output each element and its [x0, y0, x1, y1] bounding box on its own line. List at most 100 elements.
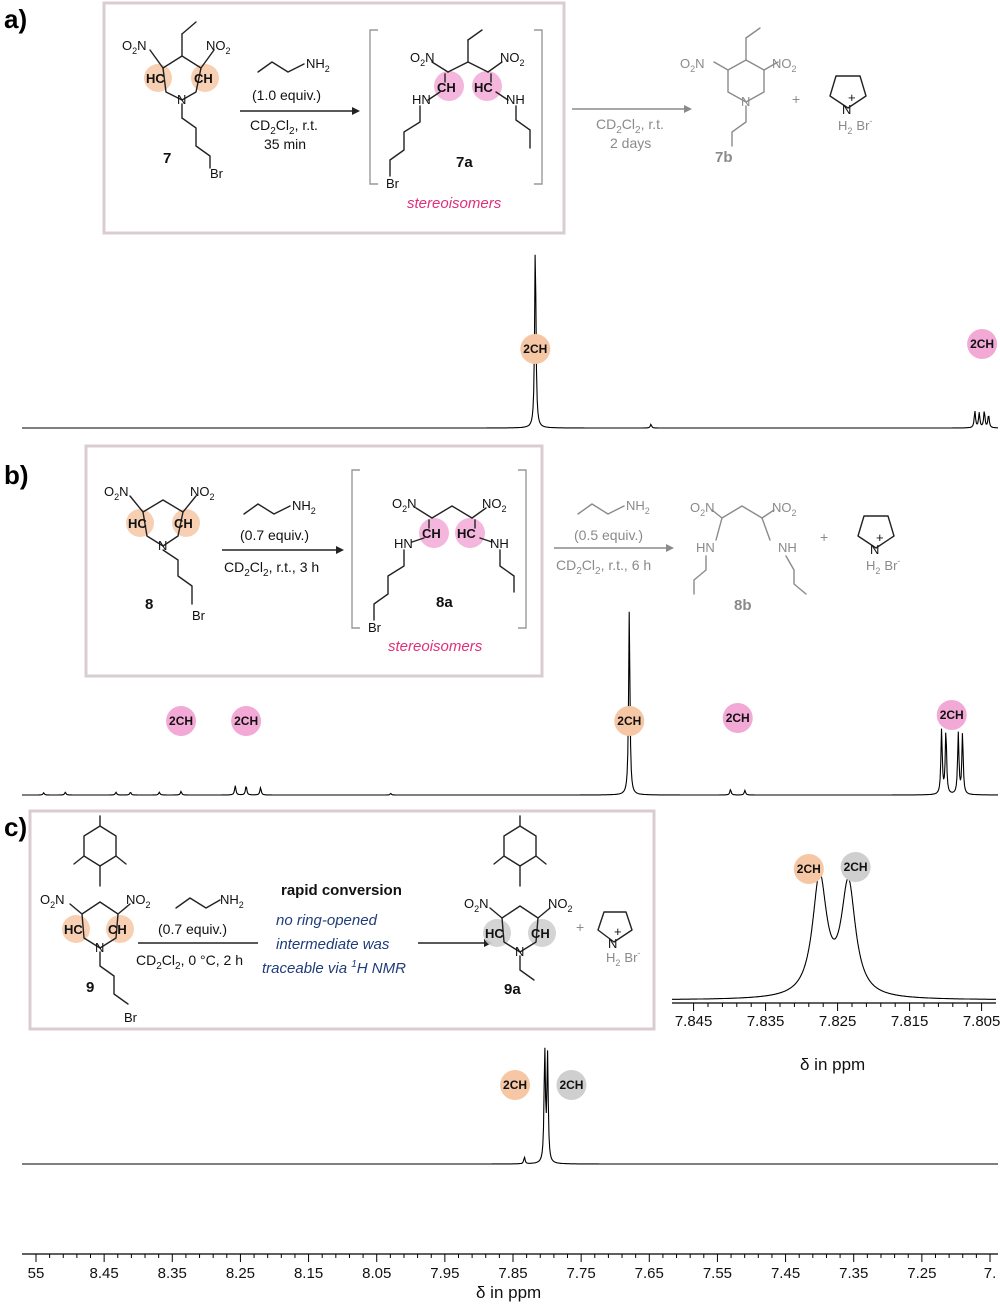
time-a1: 35 min: [264, 136, 306, 152]
panel-b-box: [84, 444, 544, 678]
svg-text:N: N: [842, 102, 851, 117]
svg-text:N: N: [95, 940, 104, 955]
main-tick-label-2: 8.35: [158, 1265, 187, 1282]
rapid-conversion: rapid conversion: [281, 882, 402, 899]
panel-c-label: c): [4, 812, 27, 842]
main-x-label: δ in ppm: [476, 1283, 541, 1302]
compound-8-label: 8: [145, 596, 153, 613]
peak-badge-a2: [967, 329, 998, 359]
peak-label-b4: 2CH: [726, 711, 750, 725]
compound-7b-label: 7b: [715, 149, 733, 166]
peak-label-i1: 2CH: [797, 862, 821, 876]
svg-text:HC: HC: [474, 80, 493, 95]
svg-text:N: N: [158, 538, 167, 553]
time-a2: 2 days: [610, 135, 651, 151]
svg-text:HC: HC: [64, 922, 83, 937]
amine-label-a1: NH2: [306, 56, 330, 74]
peak-badge-a1: [520, 334, 551, 364]
svg-text:O2N: O2N: [122, 38, 147, 56]
highlight-hc-7a-right: [472, 71, 502, 101]
main-tick-label-11: 7.45: [771, 1265, 800, 1282]
plus-b: +: [820, 529, 828, 545]
main-tick-label-12: 7.35: [839, 1265, 868, 1282]
svg-text:NO2: NO2: [500, 50, 525, 68]
peak-label-b1: 2CH: [169, 714, 193, 728]
spectrum-b: [22, 611, 998, 796]
peak-badge-b2: [231, 706, 262, 736]
svg-text:O2N: O2N: [104, 484, 129, 502]
cond-b2: CD2Cl2, r.t., 6 h: [556, 557, 651, 577]
spectrum-a: [22, 254, 998, 429]
peak-badge-c2: [556, 1070, 587, 1100]
svg-text:NO2: NO2: [482, 496, 507, 514]
svg-text:CH: CH: [531, 926, 550, 941]
plus-a: +: [792, 91, 800, 107]
compound-7b-structure: O2N NO2 N: [680, 27, 797, 147]
compound-9-label: 9: [86, 979, 94, 996]
svg-text:NH2: NH2: [220, 892, 244, 910]
svg-text:N: N: [177, 92, 186, 107]
peak-label-b2: 2CH: [234, 714, 258, 728]
panel-b-label: b): [4, 460, 29, 490]
main-tick-label-13: 7.25: [907, 1265, 936, 1282]
inset-x-label: δ in ppm: [800, 1055, 865, 1074]
cond-a1: CD2Cl2, r.t.: [250, 117, 318, 137]
main-tick-label-3: 8.25: [226, 1265, 255, 1282]
propylamine-a1: [257, 61, 305, 73]
compound-8a-structure: O2N NO2 CH HC HN NH Br: [368, 496, 515, 635]
compound-7-label: 7: [163, 150, 171, 167]
panel-a-label: a): [4, 4, 27, 34]
svg-text:NO2: NO2: [772, 56, 797, 74]
cond-b1: CD2Cl2, r.t., 3 h: [224, 559, 319, 579]
peak-badge-b5: [936, 700, 967, 730]
stereoisomers-a: stereoisomers: [407, 195, 502, 212]
peak-label-i2: 2CH: [844, 860, 868, 874]
equiv-a1: (1.0 equiv.): [252, 87, 321, 103]
inset-tick-label-1: 7.835: [747, 1013, 785, 1030]
highlight-ch-7a-left: [434, 71, 464, 101]
compound-7a-structure: O2N NO2 CH HC HN NH Br: [386, 29, 531, 191]
compound-7a-label: 7a: [456, 154, 473, 171]
svg-text:Br: Br: [124, 1010, 138, 1025]
svg-text:N: N: [870, 542, 879, 557]
peak-label-c2: 2CH: [559, 1078, 583, 1092]
svg-text:O2N: O2N: [690, 500, 715, 518]
svg-text:NO2: NO2: [548, 896, 573, 914]
main-tick-label-0: 55: [28, 1265, 45, 1282]
svg-text:NH2: NH2: [626, 498, 650, 516]
svg-text:HN: HN: [394, 536, 413, 551]
svg-text:NO2: NO2: [206, 38, 231, 56]
svg-text:NH2: NH2: [292, 498, 316, 516]
peak-label-c1: 2CH: [503, 1078, 527, 1092]
main-tick-label-1: 8.45: [90, 1265, 119, 1282]
peak-label-b3: 2CH: [617, 714, 641, 728]
panel-c-box: [28, 809, 656, 1031]
svg-text:+: +: [614, 924, 622, 939]
inset-tick-label-4: 7.805: [963, 1013, 1000, 1030]
peak-badge-b3: [614, 706, 645, 736]
peak-label-b5: 2CH: [940, 708, 964, 722]
cond-a2: CD2Cl2, r.t.: [596, 116, 664, 136]
svg-text:HC: HC: [457, 526, 476, 541]
svg-text:HN: HN: [412, 92, 431, 107]
cond-c1: CD2Cl2, 0 °C, 2 h: [136, 952, 243, 972]
svg-text:O2N: O2N: [680, 56, 705, 74]
svg-text:+: +: [876, 530, 884, 545]
svg-text:O2N: O2N: [410, 50, 435, 68]
svg-text:NH: NH: [490, 536, 509, 551]
peak-label-a2: 2CH: [970, 337, 994, 351]
svg-text:Br: Br: [192, 608, 206, 623]
svg-text:O2N: O2N: [40, 892, 65, 910]
note-line2: intermediate was: [276, 936, 390, 953]
note-line1: no ring-opened: [276, 912, 378, 929]
spectrum-c-badges: 2CH 2CH: [500, 1070, 587, 1100]
equiv-b2: (0.5 equiv.): [574, 527, 643, 543]
inset-tick-label-3: 7.815: [891, 1013, 929, 1030]
svg-text:O2N: O2N: [392, 496, 417, 514]
compound-7-structure: O2N NO2 HC CH N Br: [122, 21, 231, 181]
